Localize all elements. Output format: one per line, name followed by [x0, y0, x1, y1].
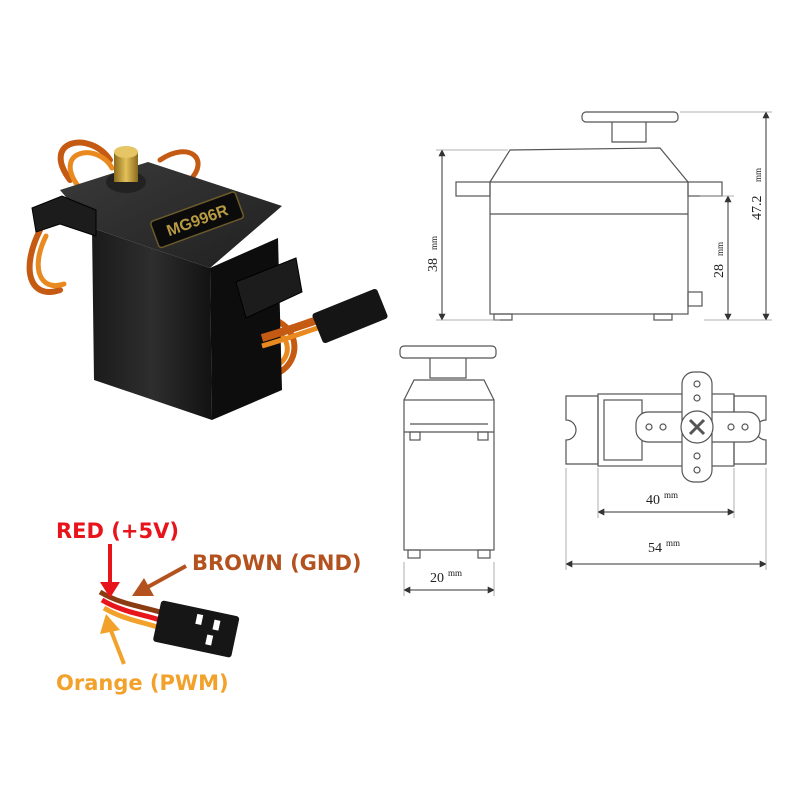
dim-54-value: 54 — [648, 541, 662, 556]
wire-brown — [98, 589, 161, 615]
front-view-drawing — [399, 345, 497, 559]
dim-38-unit: mm — [429, 236, 439, 250]
dimension-28mm: 28 mm — [700, 195, 734, 321]
brown-wire-label: BROWN (GND) — [192, 551, 362, 575]
orange-arrow — [100, 614, 126, 665]
servo-photo: MG996R — [26, 139, 388, 420]
top-view-drawing — [565, 371, 767, 483]
orange-wire-label: Orange (PWM) — [56, 671, 229, 695]
dim-20-unit: mm — [448, 568, 462, 578]
servo-flange-right — [235, 257, 303, 319]
dim-47-2-unit: mm — [753, 168, 763, 182]
dimension-38mm: 38 mm — [426, 149, 508, 321]
servo-body-side — [210, 238, 282, 420]
dim-28-value: 28 — [712, 264, 727, 278]
servo-body-front — [92, 228, 212, 420]
dim-54-unit: mm — [666, 538, 680, 548]
model-label-plate: MG996R — [150, 191, 245, 249]
dimension-40mm: 40 mm — [597, 468, 735, 518]
red-wire-label: RED (+5V) — [56, 519, 179, 543]
side-view-drawing — [455, 111, 723, 321]
dimension-54mm: 54 mm — [565, 468, 767, 570]
dimension-20mm: 20 mm — [403, 562, 495, 596]
photo-connector — [312, 288, 388, 344]
dim-20-value: 20 — [430, 571, 444, 586]
wire-red — [100, 597, 161, 623]
red-arrow — [100, 544, 120, 598]
brown-arrow — [132, 564, 187, 596]
dim-38-value: 38 — [426, 258, 441, 272]
dim-28-unit: mm — [715, 242, 725, 256]
dim-47-2-value: 47.2 — [750, 196, 765, 221]
dim-40-unit: mm — [664, 490, 678, 500]
dimension-47-2mm: 47.2 mm — [680, 111, 772, 321]
servo-flange-left — [31, 195, 97, 237]
wire-connector — [153, 600, 240, 658]
dim-40-value: 40 — [646, 493, 660, 508]
wiring-legend: RED (+5V) BROWN (GND) Orange (PWM) — [56, 519, 362, 695]
